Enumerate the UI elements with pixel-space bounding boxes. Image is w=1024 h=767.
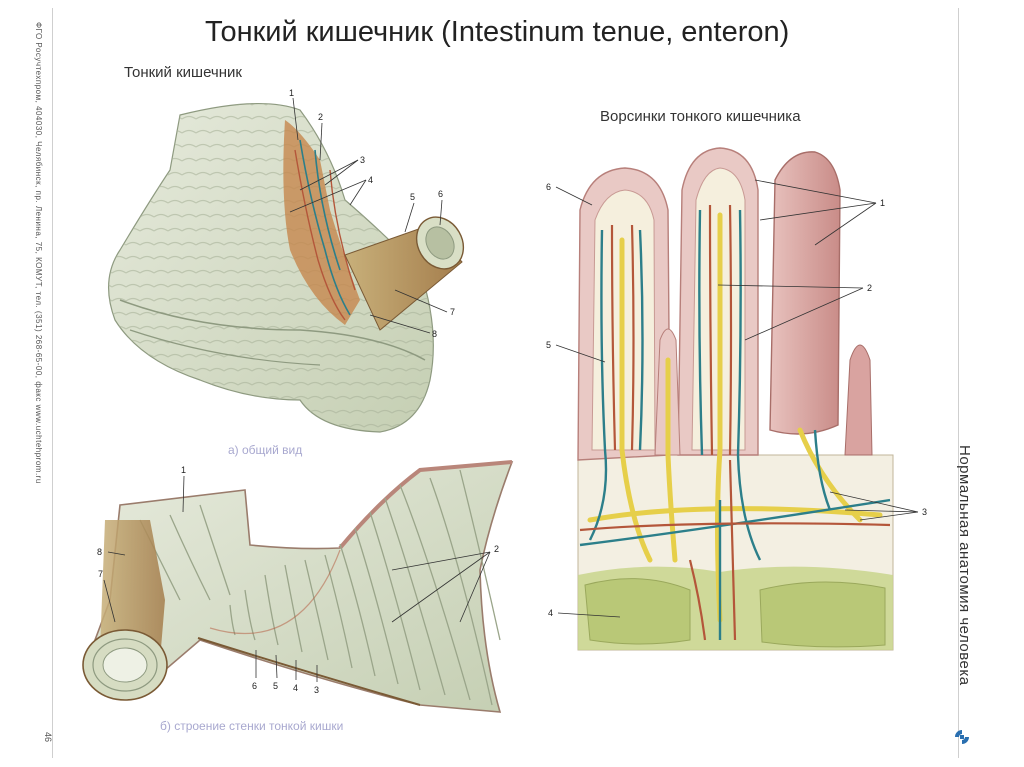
label-villi-5: 5 <box>546 340 551 350</box>
label-a-8: 8 <box>432 329 437 339</box>
intestine-general-view <box>107 102 465 433</box>
leader-lines-b <box>103 475 491 682</box>
label-b-5: 5 <box>273 681 278 691</box>
label-b-7: 7 <box>98 569 103 579</box>
label-a-1: 1 <box>289 88 294 98</box>
page-number: 46 <box>43 732 53 743</box>
poster-frame <box>52 8 959 758</box>
page-title: Тонкий кишечник (Intestinum tenue, enter… <box>205 16 790 48</box>
caption-general-view: а) общий вид <box>228 443 303 457</box>
label-b-6: 6 <box>252 681 257 691</box>
label-b-1: 1 <box>181 465 186 475</box>
label-b-8: 8 <box>97 547 102 557</box>
label-a-6: 6 <box>438 189 443 199</box>
label-a-2: 2 <box>318 112 323 122</box>
villi-cross-section <box>577 147 894 651</box>
label-villi-1: 1 <box>880 198 885 208</box>
label-b-4: 4 <box>293 683 298 693</box>
label-b-3: 3 <box>314 685 319 695</box>
leader-lines-a <box>289 97 448 334</box>
label-villi-2: 2 <box>867 283 872 293</box>
intestine-heading: Тонкий кишечник <box>124 64 242 81</box>
label-villi-6: 6 <box>546 182 551 192</box>
intestine-wall-structure <box>82 460 514 713</box>
label-a-4: 4 <box>368 175 373 185</box>
caption-wall-structure: б) строение стенки тонкой кишки <box>160 719 344 733</box>
label-villi-4: 4 <box>548 608 553 618</box>
series-title: Нормальная анатомия человека <box>956 445 973 686</box>
label-a-3: 3 <box>360 155 365 165</box>
label-b-2: 2 <box>494 544 499 554</box>
publisher-logo-icon <box>955 730 969 744</box>
leader-lines-villi <box>555 179 919 618</box>
label-a-5: 5 <box>410 192 415 202</box>
villi-heading: Ворсинки тонкого кишечника <box>600 108 801 125</box>
label-a-7: 7 <box>450 307 455 317</box>
label-villi-3: 3 <box>922 507 927 517</box>
publisher-info-text: ФГО Росучтехпром, 404030, Челябинск, пр.… <box>34 22 43 484</box>
